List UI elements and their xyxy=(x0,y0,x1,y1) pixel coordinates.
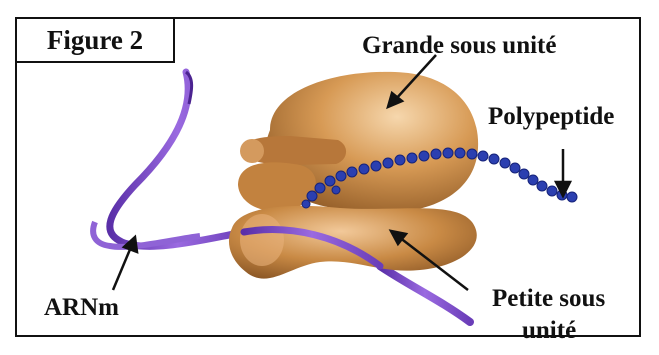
label-mrna: ARNm xyxy=(44,294,119,321)
arrow-polypeptide xyxy=(556,149,570,196)
label-polypeptide: Polypeptide xyxy=(488,103,614,130)
label-small-subunit-line1: Petite sous xyxy=(492,285,605,312)
label-large-subunit: Grande sous unité xyxy=(362,32,556,59)
large-subunit-shape xyxy=(238,72,478,212)
label-small-subunit-line2: unité xyxy=(522,317,576,344)
